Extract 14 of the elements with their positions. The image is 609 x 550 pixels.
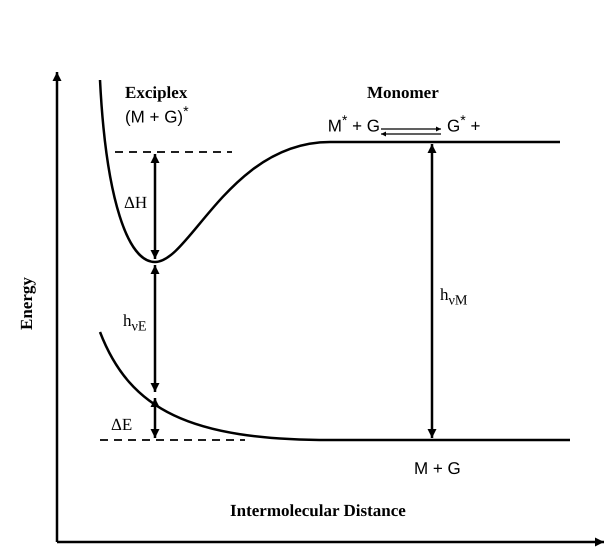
arrow — [381, 132, 441, 136]
dimension-label: h$_{νM}$ — [440, 286, 468, 309]
diagram-label: Monomer — [367, 84, 439, 103]
dimension-label: h$_{νE}$ — [123, 312, 147, 335]
diagram-label: Exciplex — [125, 84, 188, 103]
chemical-species-label: G$^{*}$ + — [447, 114, 480, 136]
axis-title: Intermolecular Distance — [230, 502, 406, 521]
diagram-label: (M + G)$^{*}$ — [125, 105, 189, 128]
dimension-label: ΔH — [124, 194, 148, 213]
dimension-label: ΔE — [111, 416, 132, 435]
diagram-label: M + G — [414, 460, 461, 479]
arrow — [381, 126, 441, 132]
chemical-species-label: M$^{*}$ + G — [328, 114, 380, 136]
axis-title: Energy — [18, 277, 37, 330]
